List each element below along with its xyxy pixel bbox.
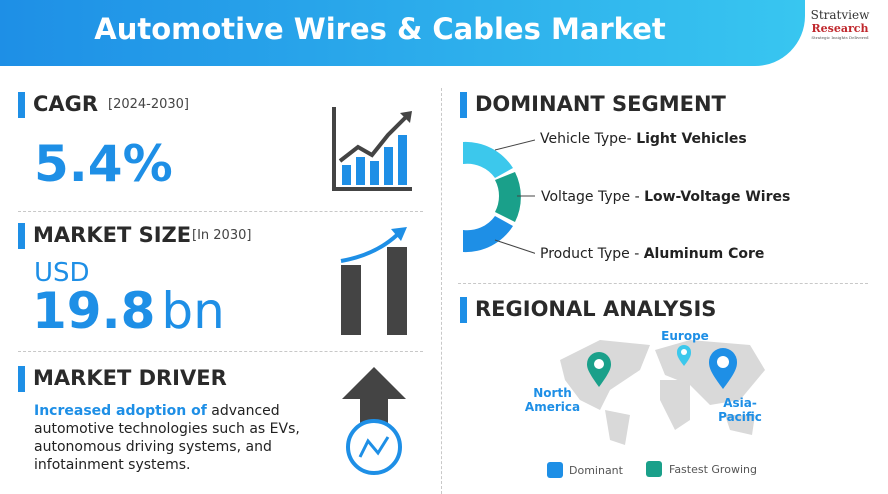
legend-swatch-fastest xyxy=(646,461,662,477)
segment-vehicle-type: Vehicle Type- Light Vehicles xyxy=(540,131,747,147)
growth-chart-icon xyxy=(332,107,412,191)
market-driver-text: Increased adoption of advanced automotiv… xyxy=(34,403,300,473)
section-marker xyxy=(460,297,467,323)
divider xyxy=(458,283,868,284)
section-marker xyxy=(460,92,467,118)
cagr-heading: CAGR xyxy=(33,92,99,116)
segment-product-type: Product Type - Aluminum Core xyxy=(540,246,765,262)
legend-dominant: Dominant xyxy=(569,464,623,477)
cagr-period: [2024-2030] xyxy=(108,97,190,112)
bar-growth-icon xyxy=(340,227,407,335)
market-size-currency: USD xyxy=(34,258,90,288)
logo: Stratview Research Strategic Insights De… xyxy=(810,8,870,40)
page-title: Automotive Wires & Cables Market xyxy=(94,12,666,46)
map-pin-icon xyxy=(587,352,611,387)
segment-voltage-type: Voltage Type - Low-Voltage Wires xyxy=(541,189,791,205)
divider xyxy=(441,88,442,494)
market-size-period: [In 2030] xyxy=(192,228,252,243)
legend-swatch-dominant xyxy=(547,462,563,478)
market-size-heading: MARKET SIZE xyxy=(33,223,192,247)
header-banner xyxy=(0,0,805,66)
region-north-america: North America xyxy=(524,386,581,414)
dominant-segment-heading: DOMINANT SEGMENT xyxy=(475,92,726,116)
legend-fastest-growing: Fastest Growing xyxy=(669,463,757,476)
upward-arrow-icon xyxy=(342,367,406,475)
market-driver-heading: MARKET DRIVER xyxy=(33,366,227,390)
divider xyxy=(18,351,423,352)
cagr-value: 5.4% xyxy=(34,135,173,193)
section-marker xyxy=(18,92,25,118)
section-marker xyxy=(18,366,25,392)
regional-analysis-heading: REGIONAL ANALYSIS xyxy=(475,297,717,321)
segment-donut-icon xyxy=(463,139,535,254)
divider xyxy=(18,211,423,212)
map-pin-icon xyxy=(709,348,737,389)
region-europe: Europe xyxy=(661,329,709,343)
region-asia-pacific: Asia-Pacific xyxy=(718,396,762,424)
map-pin-icon xyxy=(677,345,691,366)
section-marker xyxy=(18,223,25,249)
